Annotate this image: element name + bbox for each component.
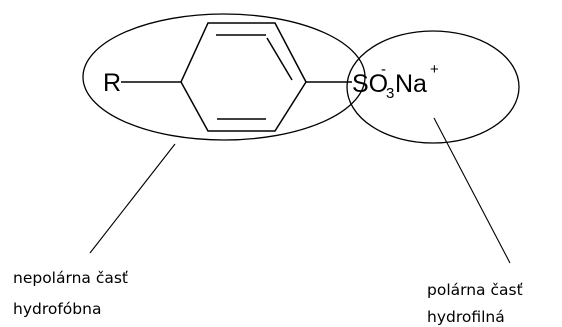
sulfonate-charge: - xyxy=(381,61,386,78)
polar-pointer-line xyxy=(433,117,511,264)
nonpolar-label-line2: hydrofóbna xyxy=(13,300,101,318)
polar-region-ellipse xyxy=(346,30,520,144)
counter-ion-charge: + xyxy=(430,61,439,78)
sulfonate-head-label: SO xyxy=(352,70,388,98)
counter-ion-label: Na xyxy=(395,70,427,98)
polar-label-line2: hydrofilná xyxy=(427,308,505,326)
aromatic-bond-right xyxy=(266,37,293,81)
nonpolar-label-line1: nepolárna časť xyxy=(13,269,128,287)
nonpolar-region-ellipse xyxy=(82,13,366,141)
sulfonate-subscript: 3 xyxy=(386,85,394,102)
r-group-label: R xyxy=(103,69,121,97)
benzene-ring xyxy=(180,22,307,132)
polar-label-line1: polárna časť xyxy=(427,281,523,299)
nonpolar-pointer-line xyxy=(89,143,176,254)
